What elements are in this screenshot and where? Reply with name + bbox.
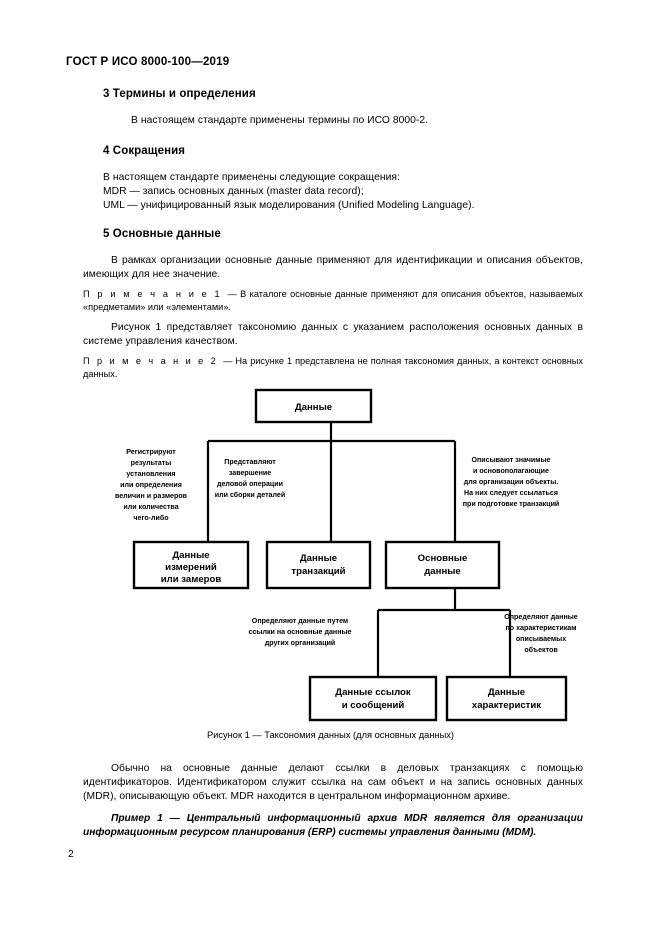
abbreviations-intro: В настоящем стандарте применены следующи… [103, 172, 400, 183]
note-2-label: П р и м е ч а н и е 2 [83, 356, 224, 366]
box-measurement-label-3: или замеров [161, 574, 222, 585]
annotation-measurement: Регистрируют результаты установления или… [115, 448, 188, 522]
box-measurement-label-1: Данные [172, 550, 209, 561]
annotation-transaction-line-3: деловой операции [217, 480, 283, 488]
box-master-label-1: Основные [418, 553, 468, 564]
annotation-transaction: Представляют завершение деловой операции… [215, 458, 285, 499]
paragraph-example: Пример 1 — Центральный информационный ар… [83, 813, 583, 839]
abbreviation-uml: UML — унифицированный язык моделирования… [103, 200, 475, 212]
box-master-label-2: данные [424, 566, 461, 577]
paragraph-closing: Обычно на основные данные делают ссылки … [83, 763, 583, 803]
annotation-measurement-line-1: Регистрируют [126, 448, 176, 456]
note-1-text: — В каталоге основные данные применяют д… [83, 289, 583, 312]
box-reference-label-2: и сообщений [342, 700, 405, 711]
annotation-reference-line-3: других организаций [265, 639, 336, 647]
annotation-transaction-line-4: или сборки деталей [215, 491, 285, 499]
annotation-master-line-1: Описывают значимые [471, 456, 550, 464]
paragraph-master-data-2: Рисунок 1 представляет таксономию данных… [83, 322, 583, 348]
page-number: 2 [68, 848, 74, 860]
annotation-characteristic: Определяют данные по характеристикам опи… [504, 613, 578, 654]
box-measurement-data: Данные измерений или замеров [132, 540, 250, 590]
box-master-data: Основные данные [384, 540, 501, 590]
note-2-text: — На рисунке 1 представлена не полная та… [83, 356, 583, 379]
document-header: ГОСТ Р ИСО 8000-100—2019 [66, 56, 230, 68]
annotation-measurement-line-3: установления [126, 470, 175, 478]
annotation-reference: Определяют данные путем ссылки на основн… [249, 617, 352, 647]
heading-terms: 3 Термины и определения [103, 88, 256, 100]
heading-master-data: 5 Основные данные [103, 228, 221, 240]
note-1-label: П р и м е ч а н и е 1 [83, 289, 228, 299]
annotation-measurement-line-2: результаты [131, 459, 172, 467]
box-transaction-label-1: Данные [300, 553, 337, 564]
box-characteristic-data: Данные характеристик [445, 675, 568, 722]
annotation-master-line-5: при подготовке транзакций [463, 500, 560, 508]
heading-abbreviations: 4 Сокращения [103, 145, 186, 157]
annotation-master-line-3: для организации объекты. [464, 478, 559, 486]
annotation-measurement-line-7: чего-либо [133, 514, 169, 522]
box-characteristic-label-2: характеристик [472, 700, 541, 711]
abbreviation-mdr: MDR — запись основных данных (master dat… [103, 186, 364, 198]
annotation-transaction-line-1: Представляют [224, 458, 276, 466]
annotation-characteristic-line-2: по характеристикам [506, 624, 577, 632]
taxonomy-diagram: Данные Данные измерений или замеров Данн… [115, 388, 578, 722]
box-characteristic-label-1: Данные [488, 687, 525, 698]
annotation-transaction-line-2: завершение [229, 469, 271, 477]
note-2: П р и м е ч а н и е 2 — На рисунке 1 пре… [83, 355, 583, 381]
box-measurement-label-2: измерений [165, 562, 217, 573]
box-root-label-1: Данные [295, 402, 332, 413]
box-reference-label-1: Данные ссылок [335, 687, 411, 698]
diagram-connectors [206, 421, 512, 677]
box-transaction-label-2: транзакций [291, 566, 345, 577]
annotation-master-line-4: На них следует ссылаться [464, 489, 558, 497]
annotation-master-line-2: и основополагающие [473, 467, 549, 475]
figure-data-taxonomy: Данные Данные измерений или замеров Данн… [0, 378, 661, 746]
annotation-characteristic-line-1: Определяют данные [504, 613, 578, 621]
paragraph-terms: В настоящем стандарте применены термины … [131, 115, 429, 126]
annotation-measurement-line-4: или определения [120, 481, 182, 489]
box-root: Данные [254, 388, 373, 424]
note-1: П р и м е ч а н и е 1 — В каталоге основ… [83, 288, 583, 314]
annotation-measurement-line-5: величин и размеров [115, 492, 188, 500]
paragraph-master-data-1: В рамках организации основные данные при… [83, 255, 583, 281]
figure-caption: Рисунок 1 — Таксономия данных (для основ… [206, 730, 455, 740]
box-reference-data: Данные ссылок и сообщений [308, 675, 438, 722]
annotation-characteristic-line-3: описываемых [516, 635, 566, 643]
annotation-characteristic-line-4: объектов [524, 646, 558, 654]
box-transaction-data: Данные транзакций [265, 540, 372, 590]
abbreviations-block: В настоящем стандарте применены следующи… [103, 171, 573, 214]
annotation-master: Описывают значимые и основополагающие дл… [463, 456, 560, 508]
annotation-reference-line-2: ссылки на основные данные [249, 628, 352, 636]
annotation-reference-line-1: Определяют данные путем [252, 617, 348, 625]
annotation-measurement-line-6: или количества [123, 503, 178, 511]
